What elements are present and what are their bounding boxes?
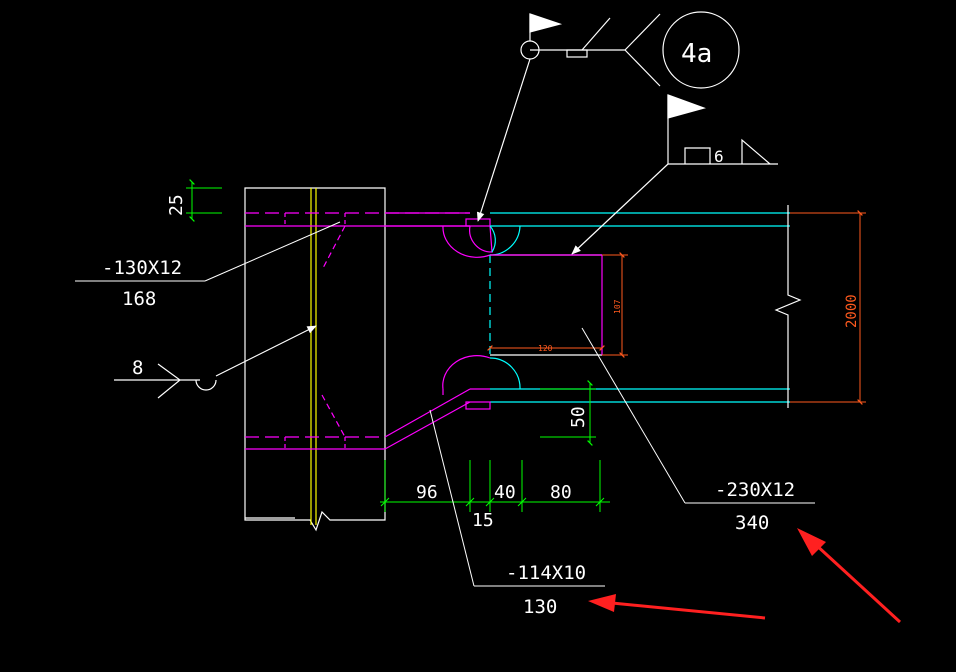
red-arrow-right xyxy=(797,528,902,624)
weld-size-8: 8 xyxy=(132,357,143,379)
green-dimensions xyxy=(186,179,610,512)
beam-top-flange xyxy=(385,212,790,258)
weld-symbol-right xyxy=(571,94,778,255)
dim-40: 40 xyxy=(494,482,516,503)
weld-symbol-top xyxy=(476,11,740,222)
web-opening xyxy=(489,254,603,356)
dim-107: 107 xyxy=(613,299,622,314)
plate-right-length: 340 xyxy=(735,512,769,534)
plate-bottom-length: 130 xyxy=(523,596,557,618)
orange-dimensions xyxy=(487,210,866,405)
dim-120: 120 xyxy=(538,344,553,353)
dim-2000: 2000 xyxy=(844,294,860,328)
dim-80: 80 xyxy=(550,482,572,503)
dim-25: 25 xyxy=(166,194,187,216)
leader-right-plate xyxy=(581,327,815,504)
plate-top-left-size: -130X12 xyxy=(102,257,182,279)
weld-label-6: 6 xyxy=(714,147,724,166)
weld-symbol-left xyxy=(114,325,317,399)
leader-top-left-plate xyxy=(75,221,341,282)
red-arrow-bottom xyxy=(588,594,766,620)
dim-15: 15 xyxy=(472,510,494,531)
beam-break-line xyxy=(774,205,802,408)
column-web xyxy=(310,188,317,525)
plate-right-size: -230X12 xyxy=(715,479,795,501)
plate-bottom-size: -114X10 xyxy=(506,562,586,584)
dim-96: 96 xyxy=(416,482,438,503)
leader-bottom-plate xyxy=(429,409,605,587)
dim-50: 50 xyxy=(568,406,589,428)
weld-label-4a: 4a xyxy=(681,39,712,69)
beam-bottom-flange xyxy=(384,355,790,450)
column xyxy=(244,187,386,532)
plate-top-left-length: 168 xyxy=(122,288,156,310)
